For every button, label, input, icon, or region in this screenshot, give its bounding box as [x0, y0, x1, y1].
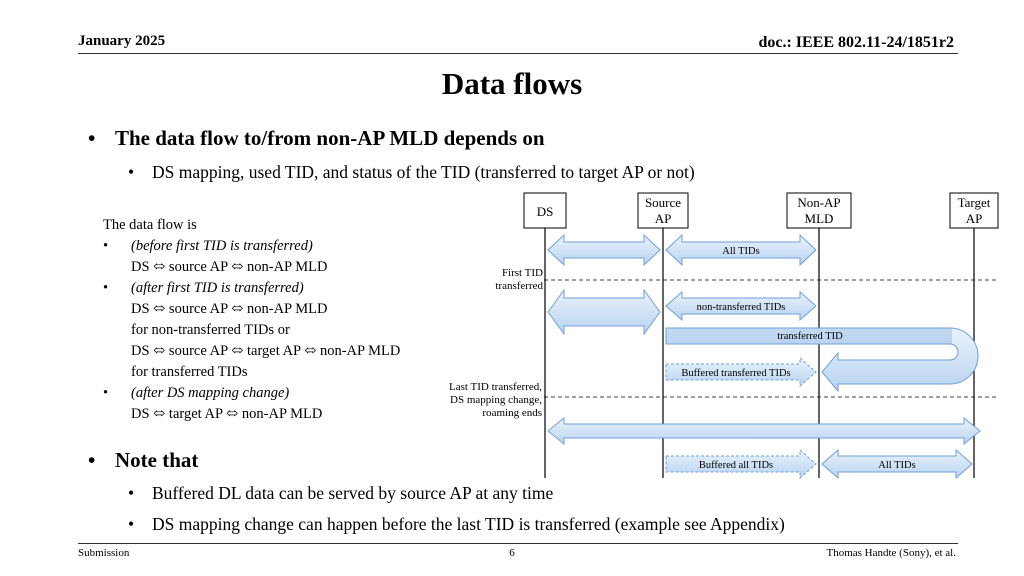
footer-divider: [78, 543, 958, 544]
event-first-label-1: First TID: [502, 267, 543, 279]
bullet-note-that: Note that: [115, 448, 199, 472]
label-non-transferred: non-transferred TIDs: [697, 302, 786, 313]
arrow-nonap-target-all: [821, 448, 973, 480]
header-date: January 2025: [78, 33, 166, 49]
data-flow-diagram: DS Source AP Non-AP MLD Target AP First …: [449, 192, 999, 480]
arrow-ds-source-2: [547, 288, 661, 336]
label-all-tids-2: All TIDs: [878, 460, 915, 471]
entity-target-label-2: AP: [966, 211, 983, 226]
bullet-dependency: The data flow to/from non-AP MLD depends…: [115, 126, 545, 150]
label-all-tids-1: All TIDs: [722, 246, 759, 257]
arrow-non-transferred: [665, 290, 817, 322]
bullet-marker: •: [103, 238, 109, 254]
event-last-label-3: roaming ends: [482, 407, 542, 419]
entity-ds: DS: [523, 192, 567, 229]
event-last-label-1: Last TID transferred,: [449, 381, 542, 393]
slide-title: Data flows: [441, 66, 583, 101]
entity-source-label-2: AP: [655, 211, 672, 226]
bullet-marker: •: [103, 280, 109, 296]
note-after-first-2: for transferred TIDs: [131, 364, 248, 380]
flow-intro: The data flow is: [103, 217, 197, 233]
arrow-buffered-all: [665, 448, 817, 480]
event-first-label-2: transferred: [495, 280, 543, 292]
bullet-marker: •: [128, 162, 135, 182]
case-after-first: (after first TID is transferred): [131, 280, 304, 296]
arrow-source-nonap-all: [665, 233, 817, 267]
entity-nonap-label-1: Non-AP: [797, 195, 840, 210]
header-divider: [78, 53, 958, 54]
bullet-marker: •: [128, 483, 135, 503]
footer-page-number: 6: [509, 547, 515, 559]
bullet-marker: •: [88, 126, 96, 150]
entity-source-ap: Source AP: [637, 192, 689, 229]
path-after-first-2: DS ⬄ source AP ⬄ target AP ⬄ non-AP MLD: [131, 343, 401, 359]
arrow-ds-target: [547, 416, 981, 446]
bullet-marker: •: [88, 448, 96, 472]
label-buffered-all: Buffered all TIDs: [699, 460, 773, 471]
path-after-ds-change: DS ⬄ target AP ⬄ non-AP MLD: [131, 406, 323, 422]
arrow-transferred-tid: [665, 327, 979, 393]
entity-target-ap: Target AP: [949, 192, 999, 229]
case-before-first: (before first TID is transferred): [131, 238, 313, 254]
entity-target-label-1: Target: [958, 195, 991, 210]
case-after-ds-change: (after DS mapping change): [131, 385, 290, 401]
path-before-first: DS ⬄ source AP ⬄ non-AP MLD: [131, 259, 328, 275]
event-last-label-2: DS mapping change,: [450, 394, 542, 406]
bullet-marker: •: [128, 514, 135, 534]
header-doc-id: doc.: IEEE 802.11-24/1851r2: [758, 34, 954, 51]
entity-non-ap-mld: Non-AP MLD: [786, 192, 852, 229]
tid-bar-highlight: [666, 328, 952, 344]
bullet-buffered-dl: Buffered DL data can be served by source…: [152, 483, 554, 503]
entity-nonap-label-2: MLD: [805, 211, 834, 226]
bullet-marker: •: [103, 385, 109, 401]
footer-submission: Submission: [78, 547, 130, 559]
arrow-buffered-transferred: [665, 356, 817, 388]
entity-ds-label: DS: [537, 204, 554, 219]
entity-source-label-1: Source: [645, 195, 681, 210]
path-after-first-1: DS ⬄ source AP ⬄ non-AP MLD: [131, 301, 328, 317]
footer-author: Thomas Handte (Sony), et al.: [826, 547, 956, 559]
bullet-ds-mapping-change: DS mapping change can happen before the …: [152, 514, 785, 534]
note-after-first-1: for non-transferred TIDs or: [131, 322, 290, 338]
arrow-ds-source-1: [547, 233, 661, 267]
label-transferred-tid: transferred TID: [777, 331, 843, 342]
label-buffered-transferred: Buffered transferred TIDs: [681, 368, 790, 379]
flow-description: The data flow is • (before first TID is t…: [103, 215, 400, 425]
bullet-ds-mapping: DS mapping, used TID, and status of the …: [152, 162, 695, 182]
